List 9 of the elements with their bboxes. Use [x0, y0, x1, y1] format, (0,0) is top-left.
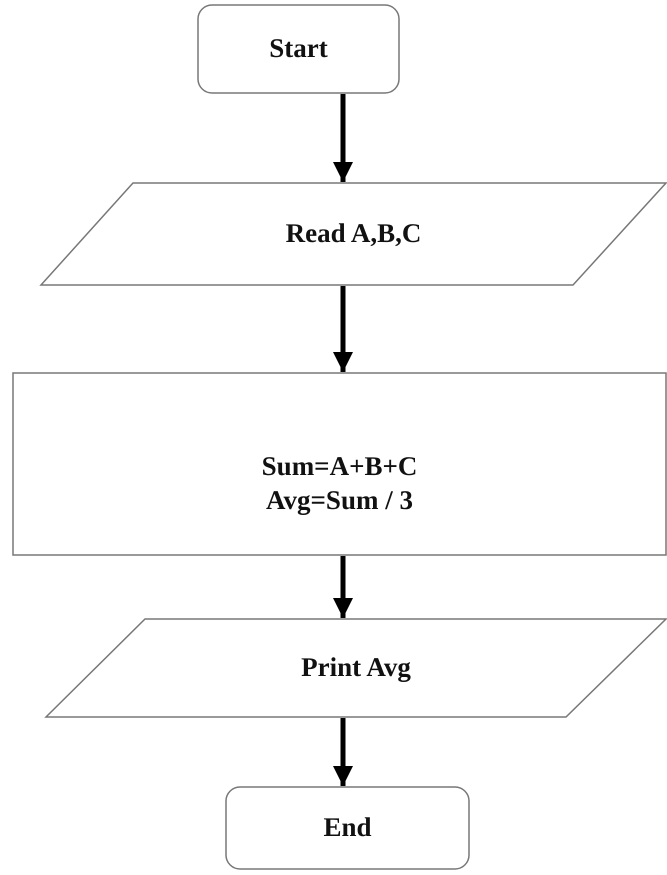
node-label: Start [269, 32, 328, 66]
node-label: End [323, 811, 372, 844]
node-label: Print Avg [301, 651, 411, 684]
arrow [333, 718, 353, 786]
arrow [333, 286, 353, 372]
node-label: Sum=A+B+C Avg=Sum / 3 [260, 450, 418, 517]
node-label: Read A,B,C [286, 217, 422, 250]
arrow [333, 556, 353, 618]
arrow [333, 94, 353, 182]
